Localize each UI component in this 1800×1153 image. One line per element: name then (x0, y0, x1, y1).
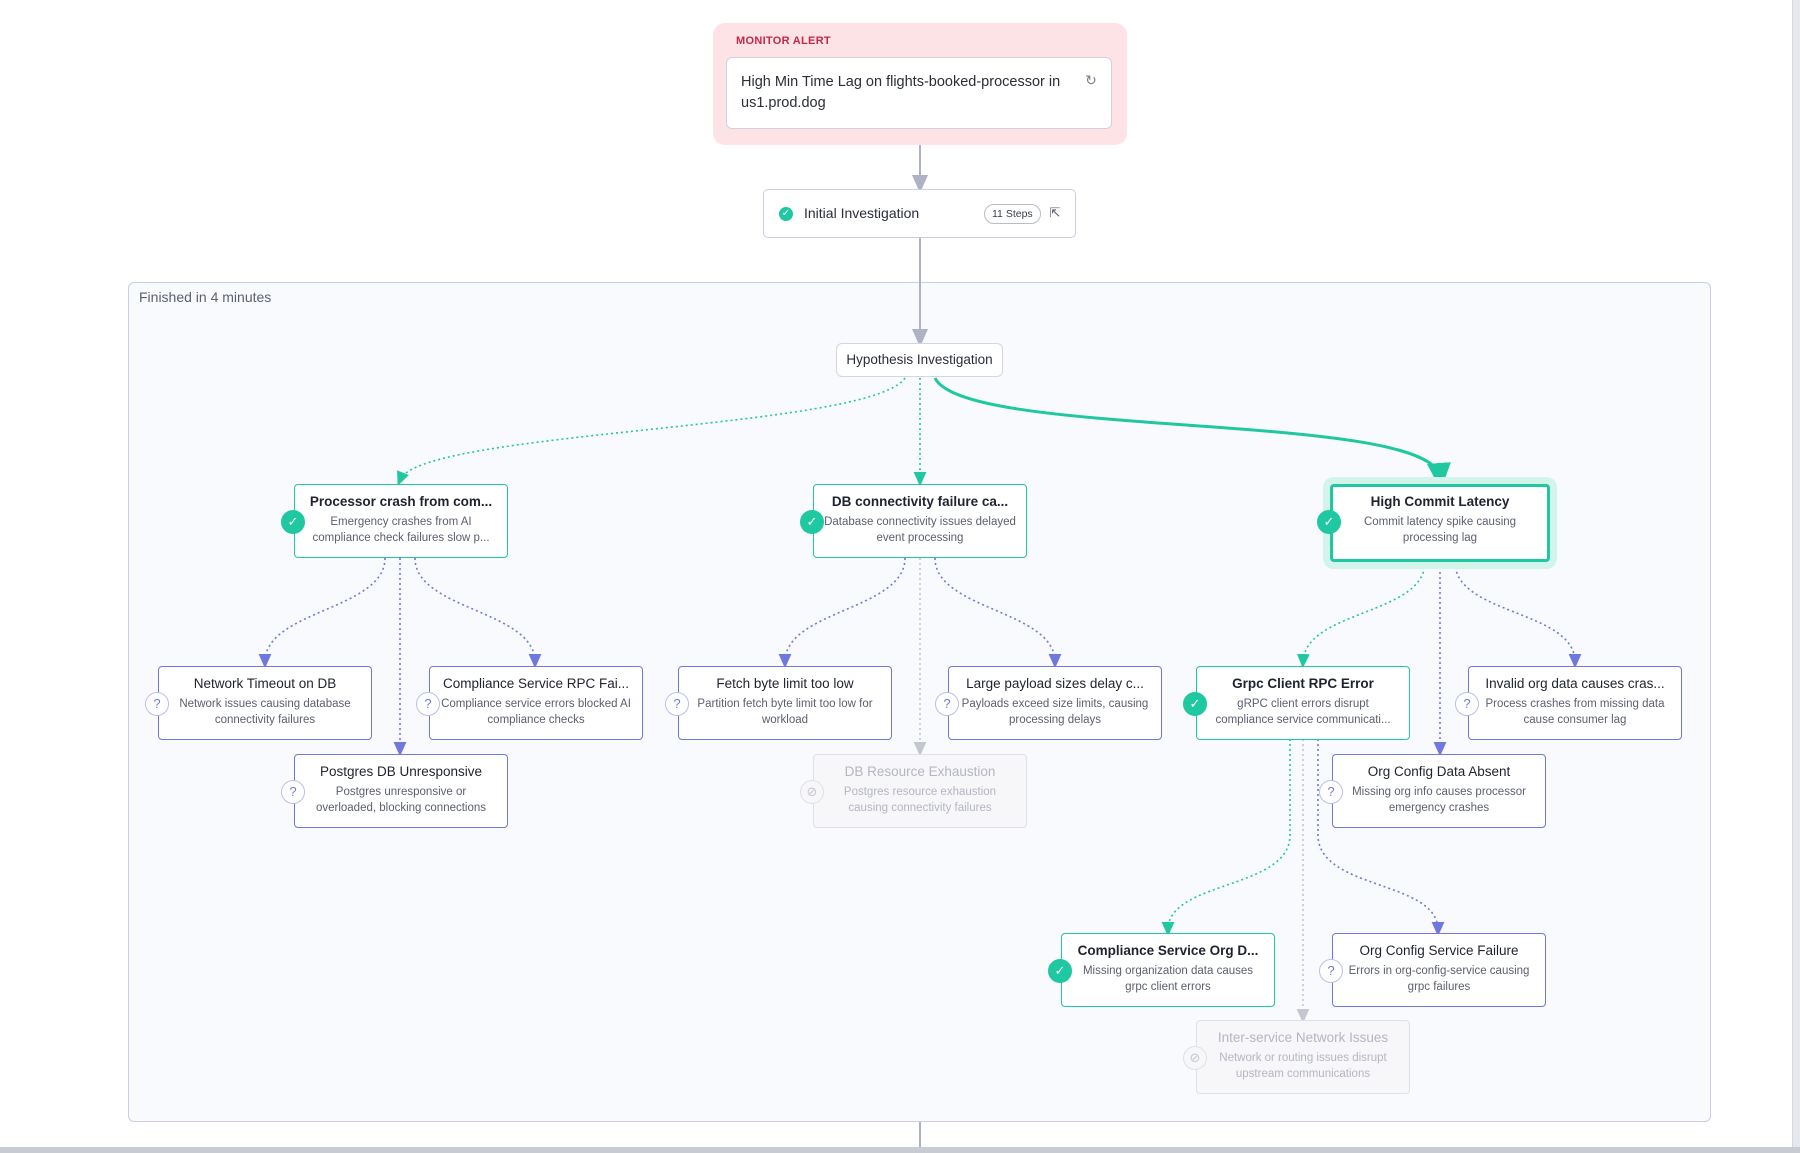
node-description: Network or routing issues disrupt upstre… (1219, 1052, 1387, 1080)
node-description: Payloads exceed size limits, causing pro… (961, 698, 1149, 726)
hypothesis-node-db-resource-exhaustion[interactable]: ⊘ DB Resource Exhaustion Postgres resour… (800, 754, 1027, 828)
hypothesis-node-fetch-byte-limit[interactable]: ? Fetch byte limit too low Partition fet… (665, 666, 892, 740)
node-description: Missing organization data causes grpc cl… (1082, 965, 1254, 993)
hypothesis-node-org-config-absent[interactable]: ? Org Config Data Absent Missing org inf… (1319, 754, 1546, 828)
frame-duration-label: Finished in 4 minutes (139, 289, 272, 305)
node-description: Process crashes from missing data cause … (1485, 698, 1665, 726)
node-title: DB connectivity failure ca... (831, 494, 1009, 509)
node-description: Network issues causing database connecti… (179, 698, 351, 726)
node-title: Org Config Service Failure (1359, 943, 1519, 958)
node-title: Org Config Data Absent (1367, 764, 1511, 779)
edge-n1-n5 (414, 557, 542, 669)
edge-n1-n4 (258, 557, 386, 669)
edge-n3-n11 (1454, 561, 1582, 669)
check-icon: ✓ (779, 207, 793, 221)
hypothesis-node-invalid-org-data[interactable]: ? Invalid org data causes cras... Proces… (1455, 666, 1682, 740)
node-title: Postgres DB Unresponsive (319, 764, 483, 779)
node-description: gRPC client errors disrupt compliance se… (1215, 698, 1391, 726)
hypothesis-node-compliance-org-data[interactable]: ✓ Compliance Service Org D... Missing or… (1048, 933, 1275, 1007)
hypothesis-node-network-timeout[interactable]: ? Network Timeout on DB Network issues c… (145, 666, 372, 740)
hypothesis-node-inter-service-network[interactable]: ⊘ Inter-service Network Issues Network o… (1183, 1020, 1410, 1094)
horizontal-scrollbar[interactable] (0, 1147, 1800, 1153)
node-title: Large payload sizes delay c... (966, 676, 1144, 691)
hypothesis-node-processor-crash[interactable]: ✓ Processor crash from com... Emergency … (281, 484, 508, 558)
hypothesis-node-compliance-rpc[interactable]: ? Compliance Service RPC Fai... Complian… (416, 666, 643, 740)
node-title: Invalid org data causes cras... (1485, 676, 1665, 691)
edge-n3-n10 (1296, 561, 1426, 669)
refresh-icon[interactable]: ↻ (1085, 72, 1097, 88)
hypothesis-node-org-config-service[interactable]: ? Org Config Service Failure Errors in o… (1319, 933, 1546, 1007)
node-description: Postgres unresponsive or overloaded, blo… (315, 786, 487, 814)
alert-title: High Min Time Lag on flights-booked-proc… (741, 74, 1061, 111)
node-title: High Commit Latency (1370, 494, 1510, 509)
question-icon: ? (665, 692, 689, 716)
hypothesis-node-high-commit-latency[interactable]: ✓ High Commit Latency Commit latency spi… (1317, 484, 1550, 562)
alert-card[interactable]: High Min Time Lag on flights-booked-proc… (726, 57, 1112, 129)
question-icon: ? (416, 692, 440, 716)
expand-icon[interactable]: ⇱ (1049, 205, 1061, 220)
edge-hyp-n3 (933, 377, 1451, 490)
node-description: Emergency crashes from AI compliance che… (312, 516, 490, 544)
node-title: Compliance Service RPC Fai... (442, 676, 630, 691)
question-icon: ? (281, 780, 305, 804)
hypothesis-investigation-node[interactable]: Hypothesis Investigation (836, 343, 1003, 377)
node-title: Compliance Service Org D... (1077, 943, 1259, 958)
edge-n2-n7 (778, 557, 906, 669)
check-icon: ✓ (1048, 959, 1072, 983)
check-icon: ✓ (800, 510, 824, 534)
steps-badge[interactable]: 11 Steps (984, 204, 1041, 224)
question-icon: ? (1319, 959, 1343, 983)
node-title: DB Resource Exhaustion (844, 764, 996, 779)
question-icon: ? (145, 692, 169, 716)
check-icon: ✓ (1317, 510, 1341, 534)
dismissed-icon: ⊘ (1183, 1046, 1207, 1070)
check-icon: ✓ (1183, 692, 1207, 716)
edge-n2-n8 (934, 557, 1062, 669)
node-title: Network Timeout on DB (193, 676, 337, 691)
node-description: Postgres resource exhaustion causing con… (843, 786, 997, 814)
node-description: Missing org info causes processor emerge… (1352, 786, 1526, 814)
monitor-alert[interactable]: MONITOR ALERT High Min Time Lag on fligh… (713, 23, 1127, 145)
edge-n10-n14 (1317, 739, 1445, 937)
hypothesis-node-db-connectivity[interactable]: ✓ DB connectivity failure ca... Database… (800, 484, 1027, 558)
edge-n10-n13 (1161, 739, 1291, 937)
node-description: Compliance service errors blocked AI com… (441, 698, 631, 726)
hypothesis-node-grpc-client-error[interactable]: ✓ Grpc Client RPC Error gRPC client erro… (1183, 666, 1410, 740)
node-description: Partition fetch byte limit too low for w… (697, 698, 873, 726)
question-icon: ? (1319, 780, 1343, 804)
node-description: Errors in org-config-service causing grp… (1348, 965, 1530, 993)
node-title: Inter-service Network Issues (1217, 1030, 1389, 1045)
initial-investigation-label: Initial Investigation (804, 205, 920, 221)
hypothesis-node-postgres-unresponsive[interactable]: ? Postgres DB Unresponsive Postgres unre… (281, 754, 508, 828)
right-panel-edge (1792, 0, 1800, 1147)
node-description: Commit latency spike causing processing … (1363, 516, 1517, 544)
node-title: Fetch byte limit too low (716, 676, 854, 691)
node-description: Database connectivity issues delayed eve… (824, 516, 1016, 544)
alert-header: MONITOR ALERT (736, 35, 831, 47)
edge-hyp-n1 (397, 377, 906, 486)
hypothesis-node-large-payload[interactable]: ? Large payload sizes delay c... Payload… (935, 666, 1162, 740)
node-title: Processor crash from com... (309, 494, 493, 509)
question-icon: ? (1455, 692, 1479, 716)
check-icon: ✓ (281, 510, 305, 534)
initial-investigation-node[interactable]: ✓ Initial Investigation 11 Steps ⇱ (763, 189, 1076, 238)
dismissed-icon: ⊘ (800, 780, 824, 804)
question-icon: ? (935, 692, 959, 716)
node-title: Grpc Client RPC Error (1232, 676, 1374, 691)
